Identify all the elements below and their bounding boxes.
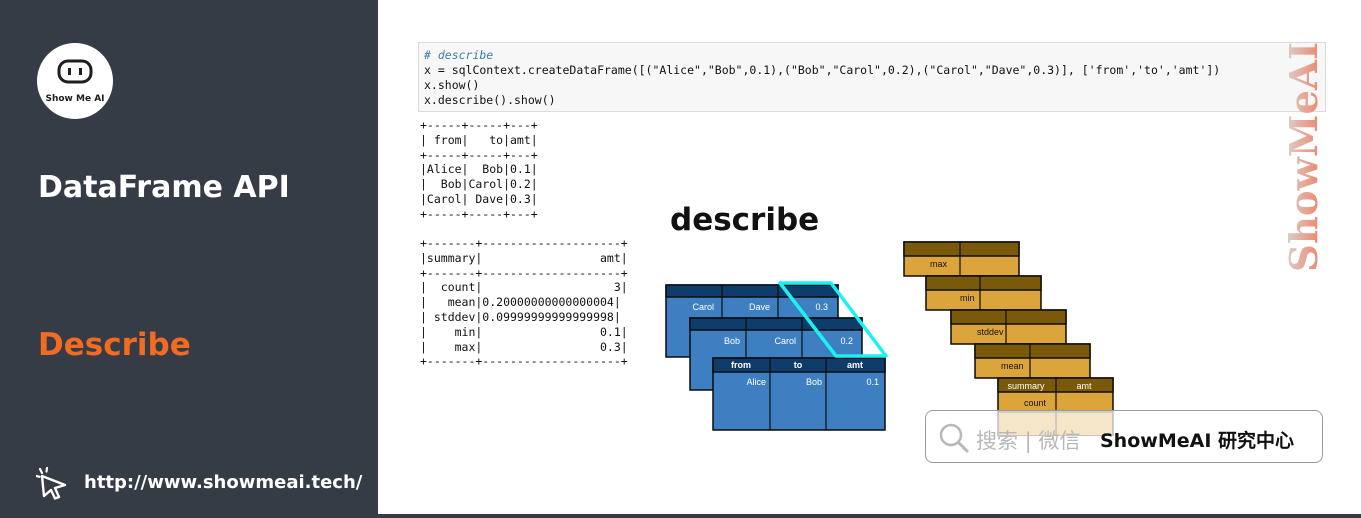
site-url-link[interactable]: http://www.showmeai.tech/ <box>84 472 363 493</box>
header-to: to <box>794 360 803 370</box>
cell-from: Carol <box>692 302 714 312</box>
page-subtitle: Describe <box>38 327 191 363</box>
page-title: DataFrame API <box>38 170 290 205</box>
amt-column-highlight <box>778 281 888 358</box>
output-card-mean: mean <box>974 343 1091 379</box>
header-amt: amt <box>1076 381 1092 391</box>
cell-to: Carol <box>774 336 796 346</box>
summary-label: mean <box>1001 361 1024 371</box>
code-comment: # describe <box>424 48 494 62</box>
watermark-text: ShowMeAI <box>1284 42 1326 272</box>
output-card-min: min <box>925 275 1042 311</box>
showmeai-watermark: ShowMeAI <box>1284 42 1326 272</box>
summary-label: stddev <box>977 327 1004 337</box>
cell-amt: 0.1 <box>866 377 879 387</box>
show-output: +-----+-----+---+ | from| to|amt| +-----… <box>420 118 538 221</box>
bottom-border <box>378 514 1361 518</box>
output-card-stddev: stddev <box>950 309 1067 345</box>
describe-output: +-------+--------------------+ |summary|… <box>420 236 628 369</box>
diagram-label: describe <box>670 202 820 238</box>
output-card-max: max <box>903 241 1020 277</box>
summary-label: max <box>930 259 948 269</box>
cell-amt: 0.2 <box>840 336 853 346</box>
cell-to: Dave <box>749 302 770 312</box>
cell-to: Bob <box>806 377 822 387</box>
cell-amt: 0.3 <box>815 302 828 312</box>
header-from: from <box>731 360 751 370</box>
search-hint: 搜索 | 微信 <box>976 429 1081 453</box>
code-cell: # describe x = sqlContext.createDataFram… <box>418 42 1326 112</box>
summary-label: min <box>960 293 975 303</box>
cell-from: Bob <box>724 336 740 346</box>
summary-label: count <box>1024 398 1047 408</box>
search-brand: ShowMeAI 研究中心 <box>1100 430 1294 452</box>
header-summary: summary <box>1007 381 1045 391</box>
robot-icon <box>57 59 93 84</box>
header-amt: amt <box>847 360 863 370</box>
code-line-3: x.describe().show() <box>424 93 556 107</box>
cursor-click-icon <box>36 467 67 500</box>
describe-diagram: Carol Dave 0.3 Bob Carol 0.2 from to amt… <box>665 241 1114 436</box>
code-line-2: x.show() <box>424 78 480 92</box>
code-line-1: x = sqlContext.createDataFrame([("Alice"… <box>424 63 1221 77</box>
logo-text: Show Me AI <box>45 94 105 104</box>
search-icon <box>939 423 969 453</box>
wechat-search-box[interactable]: 搜索 | 微信 ShowMeAI 研究中心 <box>925 410 1323 463</box>
input-card-row-1: from to amt Alice Bob 0.1 <box>712 357 886 431</box>
cell-from: Alice <box>746 377 766 387</box>
sidebar: Show Me AI DataFrame API Describe http:/… <box>0 0 378 518</box>
logo: Show Me AI <box>37 43 113 119</box>
